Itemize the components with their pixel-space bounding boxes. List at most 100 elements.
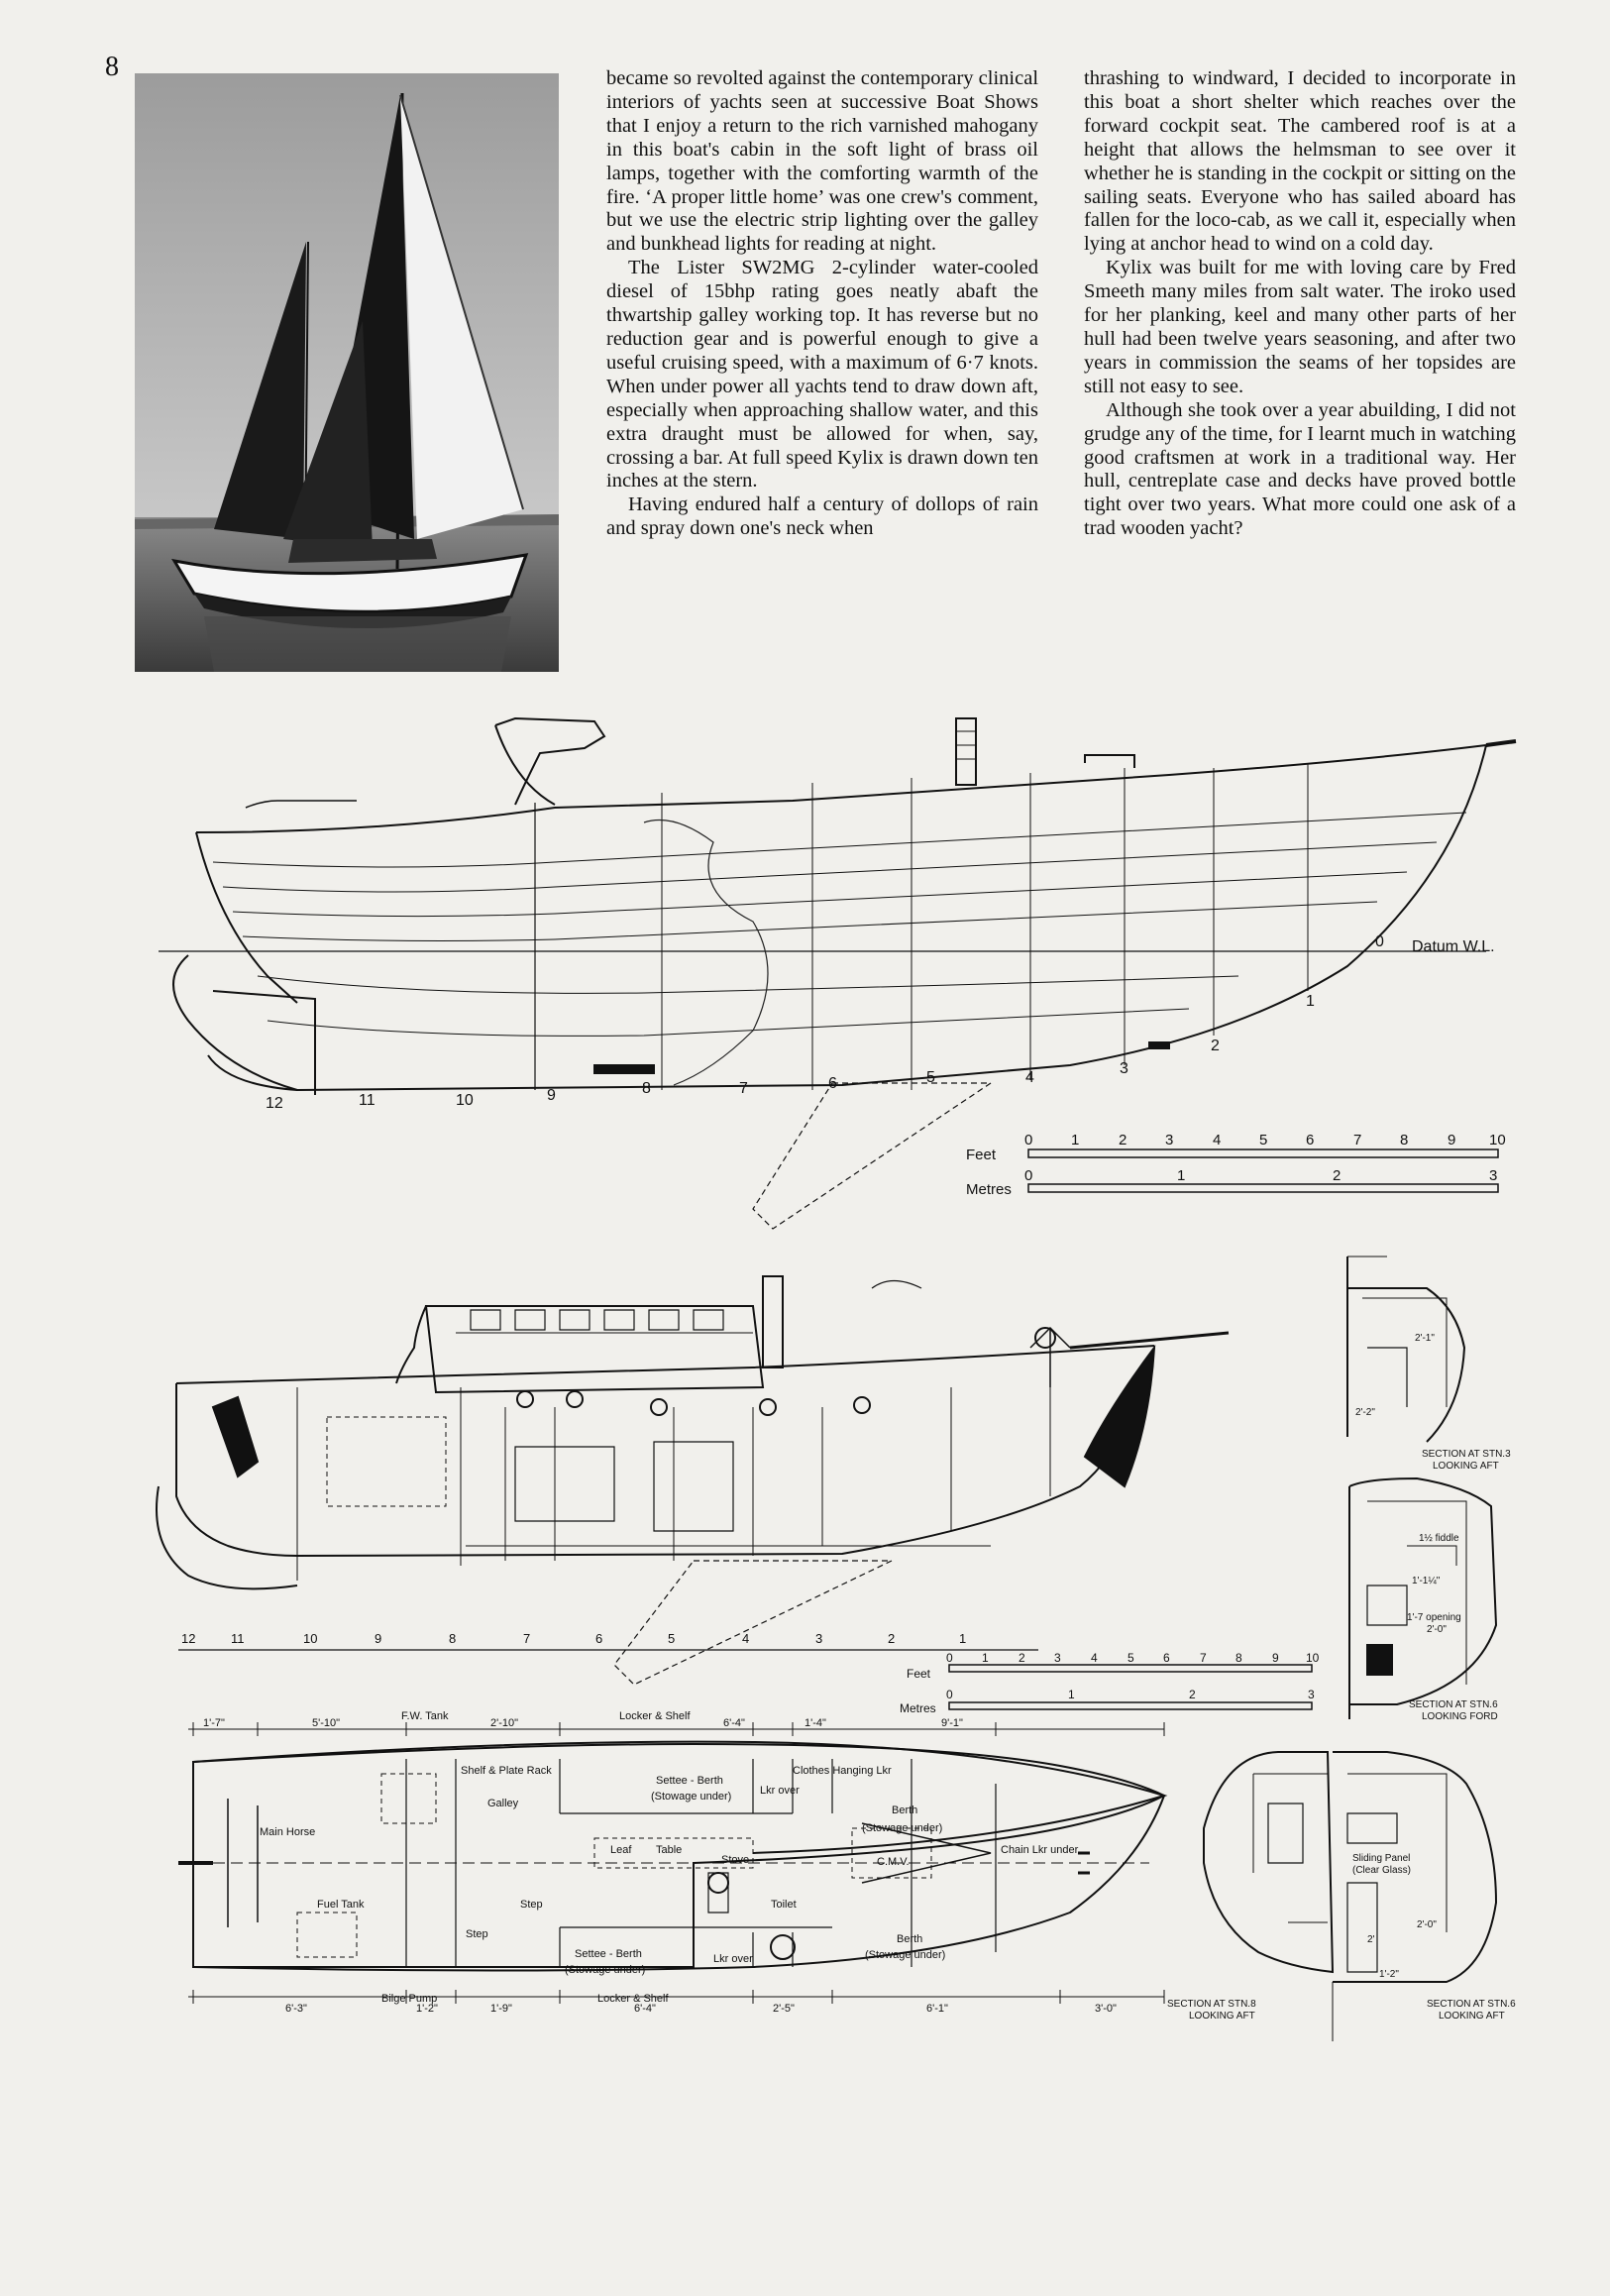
scale-tick: 2 [1119,1132,1127,1148]
plan-label: Settee - Berth [575,1948,642,1960]
plan-label: Berth [897,1933,922,1945]
dimension: 6'-4" [634,2003,656,2015]
dimension: 1'-4" [805,1717,826,1729]
scale-tick: 1 [1177,1167,1185,1184]
paragraph: The Lister SW2MG 2-cylinder water-cooled… [606,257,1038,492]
scale-feet-label: Feet [966,1147,997,1163]
scale-tick: 6 [1306,1132,1314,1148]
scale-tick: 2 [1189,1688,1196,1701]
dimension: 2'-0" [1427,1624,1447,1635]
paragraph: became so revolted against the contempor… [606,67,1039,256]
scale-tick: 4 [1091,1651,1098,1665]
text-column-middle: became so revolted against the contempor… [606,67,1038,541]
dimension: 2'-1" [1415,1333,1435,1344]
scale-tick: 9 [1272,1651,1279,1665]
station-label: 7 [523,1631,530,1646]
paragraph: Although she took over a year abuilding,… [1084,398,1516,540]
dimension: 1'-7" [203,1717,225,1729]
station-label: 5 [926,1069,935,1086]
plan-label: Galley [487,1798,519,1809]
dimension: 2'-5" [773,2003,795,2015]
paragraph: Kylix was built for me with loving care … [1084,257,1516,397]
station-label: 9 [547,1087,556,1104]
scale-tick: 7 [1200,1651,1207,1665]
station-label: 5 [668,1631,675,1646]
lines-scale [1027,1148,1499,1193]
station-label: 3 [815,1631,822,1646]
scale-tick: 7 [1353,1132,1361,1148]
plan-label: (Stowage under) [651,1791,731,1803]
dimension: 6'-3" [285,2003,307,2015]
plan-label: (Stowage under) [862,1822,942,1834]
dimension: 6'-1" [926,2003,948,2015]
scale-tick: 1 [1068,1688,1075,1701]
section-title: SECTION AT STN.3 [1422,1449,1511,1460]
plan-label: Leaf [610,1844,632,1856]
dimension: 1'-9" [490,2003,512,2015]
dimension: 5'-10" [312,1717,340,1729]
dimension: 2'-2" [1355,1407,1375,1418]
dimension: 3'-0" [1095,2003,1117,2015]
dimension: 2'-10" [490,1717,518,1729]
station-label: 10 [303,1631,317,1646]
page-number: 8 [105,52,119,82]
station-label: 1 [1306,993,1315,1010]
section-label: (Clear Glass) [1352,1865,1411,1876]
lines-plan [159,716,1517,1230]
scale-tick: 9 [1448,1132,1455,1148]
scale-feet-label: Feet [907,1667,931,1681]
yacht-photo [135,73,559,672]
station-label: 4 [1025,1069,1034,1086]
plan-label: Step [520,1899,543,1911]
scale-tick: 6 [1163,1651,1170,1665]
dimension: 6'-4" [723,1717,745,1729]
section-stn6-ford [1348,1476,1498,1719]
dimension: 2' [1367,1934,1375,1945]
scale-tick: 3 [1165,1132,1173,1148]
scale-tick: 0 [1024,1167,1032,1184]
scale-tick: 2 [1019,1651,1025,1665]
plan-label: F.W. Tank [401,1710,449,1722]
scale-tick: 5 [1127,1651,1134,1665]
station-label: 2 [1211,1038,1220,1054]
plan-label: C.M.V. [877,1856,910,1868]
paragraph: thrashing to windward, I decided to inco… [1084,67,1516,256]
section-title: SECTION AT STN.8 [1167,1999,1256,2010]
plan-label: Lkr over [760,1785,800,1797]
scale-metres-label: Metres [966,1181,1012,1198]
plan-label: Locker & Shelf [619,1710,691,1722]
scale-tick: 3 [1489,1167,1497,1184]
datum-label: Datum W.L. [1412,938,1495,955]
plan-label: Stove [721,1854,749,1866]
station-label: 12 [266,1095,283,1112]
paragraph: Having endured half a century of dollops… [606,493,1038,540]
station-label: 8 [449,1631,456,1646]
scale-tick: 3 [1054,1651,1061,1665]
section-label: 1'-7 opening [1407,1612,1461,1623]
dimension: 1'-2" [416,2003,438,2015]
station-label: 2 [888,1631,895,1646]
dimension: 2'-0" [1417,1919,1437,1930]
scale-tick: 10 [1306,1651,1320,1665]
station-label: 10 [456,1092,474,1109]
station-label: 3 [1120,1060,1128,1077]
plan-label: Toilet [771,1899,797,1911]
section-title: SECTION AT STN.6 [1409,1699,1498,1710]
yacht-drawings: Datum W.L. 0 1 2 3 4 5 6 7 8 9 10 11 12 … [156,716,1517,2041]
scale-tick: 8 [1235,1651,1242,1665]
profile-drawing [156,1275,1230,1686]
scale-tick: 0 [946,1651,953,1665]
station-label: 9 [375,1631,381,1646]
plan-label: Berth [892,1804,917,1816]
plan-label: Clothes Hanging Lkr [793,1765,892,1777]
plan-label: Bilge Pump [381,1993,437,2005]
dimension: 1'-1¼" [1412,1575,1441,1586]
section-stn3 [1346,1256,1466,1443]
plan-label: (Stowage under) [865,1949,945,1961]
section-subtitle: LOOKING AFT [1189,2011,1255,2022]
plan-label: Locker & Shelf [597,1993,669,2005]
scale-tick: 10 [1489,1132,1506,1148]
plan-drawing [178,1722,1168,2004]
station-label: 4 [742,1631,749,1646]
station-label: 6 [595,1631,602,1646]
